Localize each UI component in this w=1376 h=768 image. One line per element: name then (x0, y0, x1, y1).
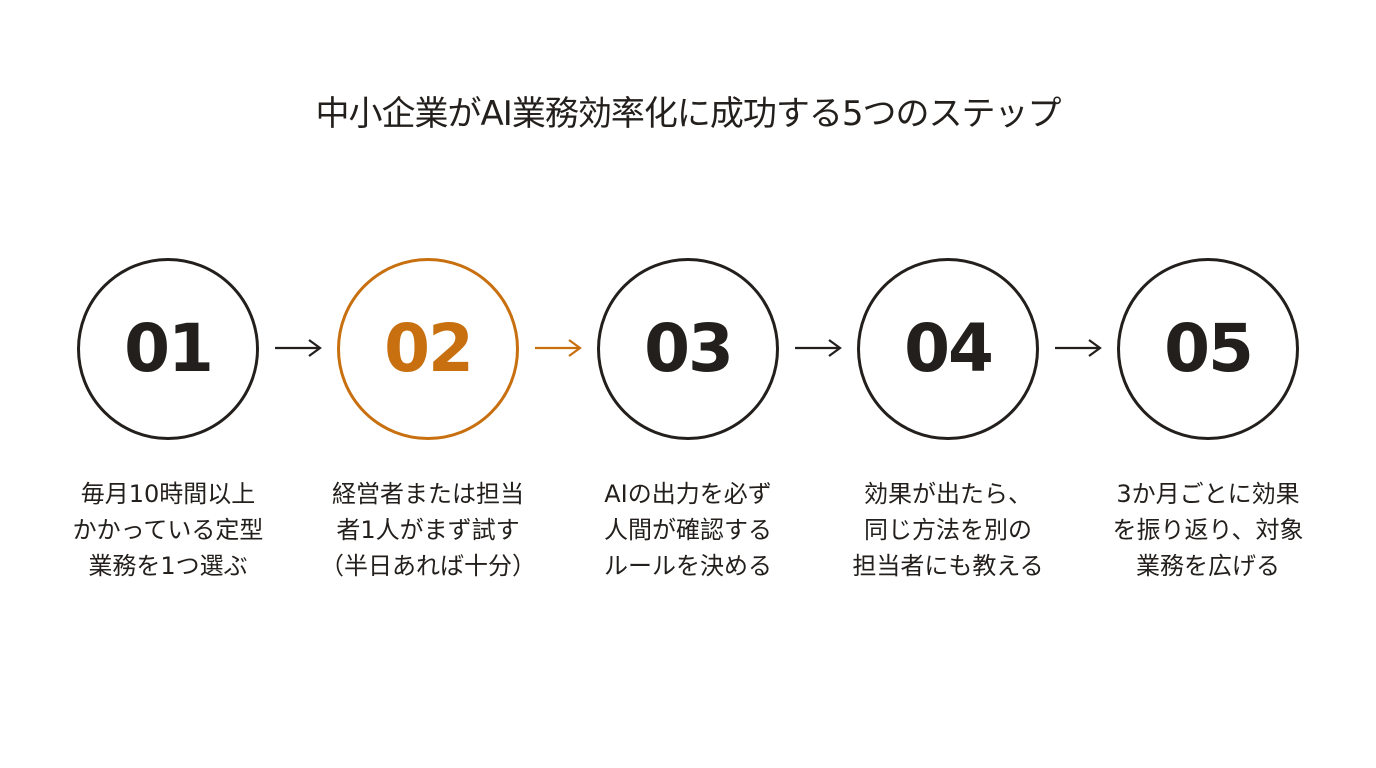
step-description: 毎月10時間以上 かかっている定型 業務を1つ選ぶ (72, 480, 264, 580)
step-01: 01 毎月10時間以上 かかっている定型 業務を1つ選ぶ (48, 258, 288, 584)
step-03: 03 AIの出力を必ず 人間が確認する ルールを決める (568, 258, 808, 584)
step-description: 経営者または担当 者1人がまず試す （半日あれば十分） (320, 480, 536, 580)
step-description: 3か月ごとに効果 を振り返り、対象 業務を広げる (1112, 480, 1304, 580)
step-description: 効果が出たら、 同じ方法を別の 担当者にも教える (852, 480, 1044, 580)
step-circle: 01 (77, 258, 259, 440)
diagram-title: 中小企業がAI業務効率化に成功する5つのステップ (315, 94, 1062, 134)
step-number: 04 (904, 310, 994, 387)
step-number: 02 (384, 310, 474, 387)
arrow-right-icon (1055, 339, 1102, 357)
step-number: 01 (124, 310, 214, 387)
step-circle: 03 (597, 258, 779, 440)
step-circle: 04 (857, 258, 1039, 440)
step-circle-highlighted: 02 (337, 258, 519, 440)
arrow-right-icon (795, 339, 842, 357)
step-number: 03 (644, 310, 734, 387)
step-circle: 05 (1117, 258, 1299, 440)
step-description: AIの出力を必ず 人間が確認する ルールを決める (604, 480, 772, 580)
step-04: 04 効果が出たら、 同じ方法を別の 担当者にも教える (828, 258, 1068, 584)
arrow-right-icon (535, 339, 582, 357)
step-number: 05 (1164, 310, 1254, 387)
step-02: 02 経営者または担当 者1人がまず試す （半日あれば十分） (308, 258, 548, 584)
arrow-right-icon (275, 339, 322, 357)
step-05: 05 3か月ごとに効果 を振り返り、対象 業務を広げる (1088, 258, 1328, 584)
